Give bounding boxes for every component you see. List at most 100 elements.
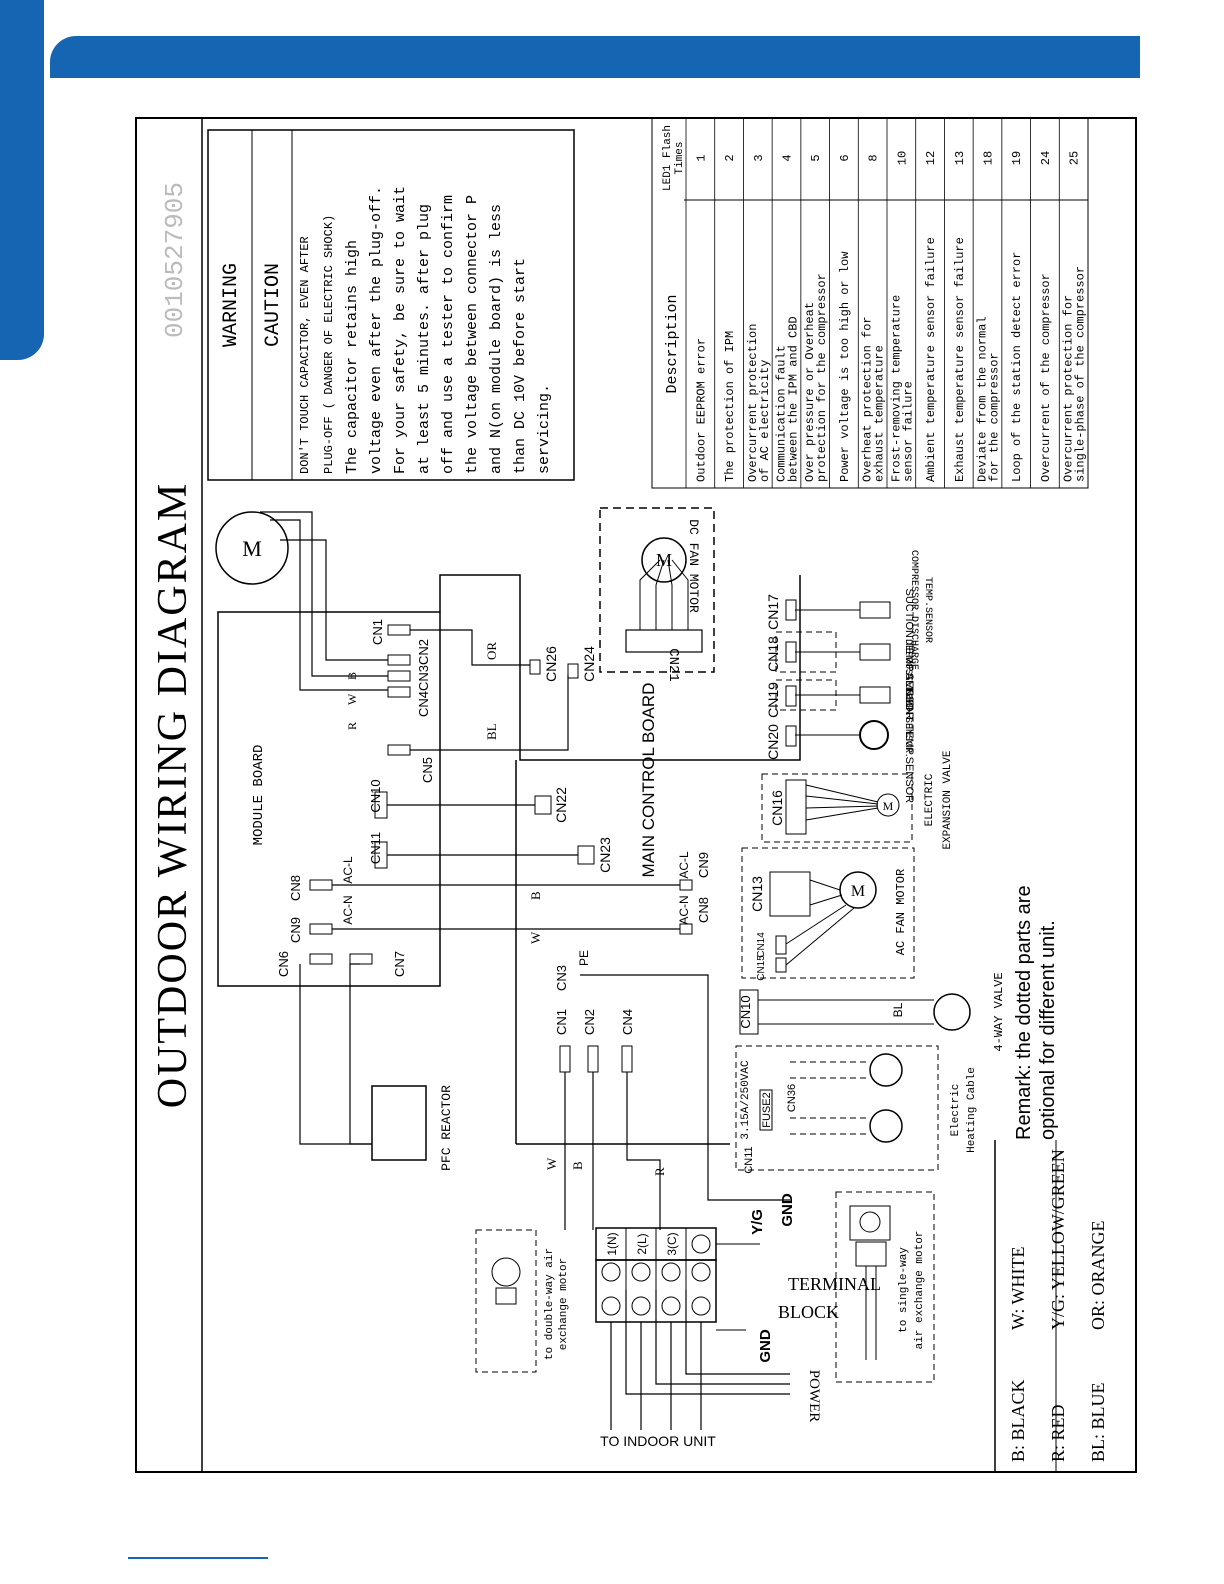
compressor-discharge-label: COMPRESSOR DISCHARGE bbox=[908, 550, 919, 670]
warning-line: the voltage between connector P bbox=[464, 195, 481, 474]
expansion-valve-box bbox=[761, 773, 913, 843]
cn9-main: CN9 bbox=[696, 852, 711, 878]
module-cn-group: CN4CN3CN2 bbox=[416, 639, 431, 717]
fuse2-label: FUSE2 bbox=[761, 1092, 773, 1127]
yg-label: Y/G bbox=[749, 1209, 766, 1235]
table-row-times: 19 bbox=[1010, 151, 1024, 165]
cn8-module: CN8 bbox=[288, 875, 303, 901]
double-way-motor-label: to double-way air bbox=[544, 1248, 556, 1360]
cn16-label: CN16 bbox=[769, 790, 785, 826]
table-row-description: single-phase of the compressor bbox=[1074, 266, 1088, 482]
single-way-motor-box bbox=[835, 1191, 935, 1383]
cn21-label: CN21 bbox=[665, 648, 681, 682]
table-row-description: The protection of IPM bbox=[723, 331, 737, 482]
cn11-heater: CN11 bbox=[743, 1146, 755, 1173]
four-way-valve-icon bbox=[933, 993, 971, 1031]
cn2-main: CN2 bbox=[582, 1009, 597, 1035]
table-row-description: Frost-removing temperature bbox=[889, 295, 903, 482]
warning-box bbox=[207, 129, 575, 481]
cn23-label: CN23 bbox=[597, 837, 613, 873]
double-way-motor-sub: exchange motor bbox=[558, 1258, 570, 1350]
eev-label: ELECTRIC bbox=[924, 773, 936, 826]
table-row-description: for the compressor bbox=[988, 352, 1002, 482]
table-row-times: 12 bbox=[924, 151, 938, 165]
svg-text:M: M bbox=[883, 799, 894, 813]
warning-line: servicing. bbox=[536, 384, 553, 474]
pfc-reactor bbox=[371, 1085, 427, 1161]
wire-or-label: OR bbox=[484, 642, 499, 660]
acn-main: AC-N bbox=[677, 895, 691, 924]
warning-line: DON'T TOUCH CAPACITOR, EVEN AFTER bbox=[298, 236, 312, 474]
table-row-description: Ambient temperature sensor failure bbox=[924, 237, 938, 482]
table-row-times: 4 bbox=[781, 154, 795, 161]
table-row-description: Outdoor EEPROM error bbox=[694, 338, 708, 482]
terminal-3: 3(C) bbox=[665, 1232, 679, 1255]
wire-w3: W bbox=[544, 1157, 559, 1170]
defrost-sensor-label: DEFROST TEMP.SENSOR bbox=[902, 639, 913, 753]
cn10-label: CN10 bbox=[368, 779, 383, 812]
warning-line: PLUG-OFF ( DANGER OF ELECTRIC SHOCK) bbox=[322, 215, 336, 474]
cn19-label: CN19 bbox=[765, 682, 781, 718]
legend-item: BL: BLUE bbox=[1088, 1382, 1108, 1462]
wire-b3: B bbox=[570, 1161, 585, 1170]
single-way-motor-sub: air exchange motor bbox=[914, 1231, 926, 1350]
cn24-label: CN24 bbox=[581, 646, 597, 682]
legend-item: B: BLACK bbox=[1008, 1379, 1028, 1462]
cn5-label: CN5 bbox=[420, 757, 435, 783]
table-row-times: 13 bbox=[953, 151, 967, 165]
warning-line: For your safety, be sure to wait bbox=[392, 186, 409, 474]
warning-line: than DC 10V before start bbox=[512, 258, 529, 474]
terminal-block-label: TERMINAL bbox=[788, 1274, 881, 1294]
table-row-description: Exhaust temperature sensor failure bbox=[953, 237, 967, 482]
caution-title: CAUTION bbox=[262, 263, 285, 347]
wire-r-label: R bbox=[345, 722, 359, 730]
svg-text:M: M bbox=[851, 883, 865, 900]
cn1-main: CN1 bbox=[554, 1009, 569, 1035]
table-row-times: 24 bbox=[1039, 151, 1053, 165]
table-row-description: sensor failure bbox=[901, 381, 915, 482]
table-row-times: 3 bbox=[752, 154, 766, 161]
pe-label: PE bbox=[577, 950, 591, 966]
sensor-group bbox=[775, 599, 891, 750]
gnd-label-2: GND bbox=[757, 1329, 774, 1363]
wire-r3: R bbox=[652, 1167, 667, 1176]
table-row-description: Overheat protection for bbox=[861, 316, 875, 482]
cn18-label: CN18 bbox=[765, 636, 781, 672]
dc-fan-motor-box bbox=[599, 507, 715, 673]
cn15-label: CN15 bbox=[756, 955, 767, 981]
remark-line-2: optional for different unit. bbox=[1037, 920, 1059, 1140]
header-bar bbox=[50, 36, 1140, 78]
legend-item: OR: ORANGE bbox=[1088, 1220, 1108, 1330]
ac-fan-motor-box bbox=[741, 847, 915, 979]
power-label: POWER bbox=[806, 1370, 822, 1423]
terminal-2: 2(L) bbox=[635, 1233, 649, 1254]
acl-module: AC-L bbox=[341, 856, 355, 884]
warning-line: The capacitor retains high bbox=[344, 240, 361, 474]
warning-line: voltage even after the plug-off. bbox=[368, 186, 385, 474]
wire-b-label: B bbox=[345, 672, 359, 680]
warning-line: off and use a tester to confirm bbox=[440, 195, 457, 474]
legend-item: W: WHITE bbox=[1008, 1247, 1028, 1330]
diagram-frame bbox=[135, 117, 1137, 1473]
table-row-description: Communication fault bbox=[775, 345, 789, 482]
to-indoor-unit-label: TO INDOOR UNIT bbox=[600, 1433, 716, 1449]
ac-fan-motor-label: AC FAN MOTOR bbox=[894, 869, 908, 955]
table-header-led: LED1 Flash bbox=[662, 125, 674, 191]
fuse-rating: 3.15A/250VAC bbox=[740, 1060, 752, 1140]
table-row-times: 8 bbox=[867, 154, 881, 161]
table-row-description: Power voltage is too high or low bbox=[838, 251, 852, 482]
cn14-label: CN14 bbox=[756, 932, 767, 958]
cn17-label: CN17 bbox=[765, 594, 781, 630]
single-way-motor-label: to single-way bbox=[898, 1247, 910, 1333]
bl-bl-label: BL bbox=[891, 1002, 905, 1017]
cn8-main: CN8 bbox=[696, 897, 711, 923]
cn13-label: CN13 bbox=[749, 876, 765, 912]
wire-bl-label: BL bbox=[484, 723, 499, 740]
cn3-main: CN3 bbox=[554, 965, 569, 991]
footer-line bbox=[128, 1557, 268, 1559]
heating-cable-label: Electric bbox=[950, 1084, 962, 1137]
table-row-times: 10 bbox=[895, 151, 909, 165]
legend-item: Y/G: YELLOW/GREEN bbox=[1048, 1149, 1068, 1330]
